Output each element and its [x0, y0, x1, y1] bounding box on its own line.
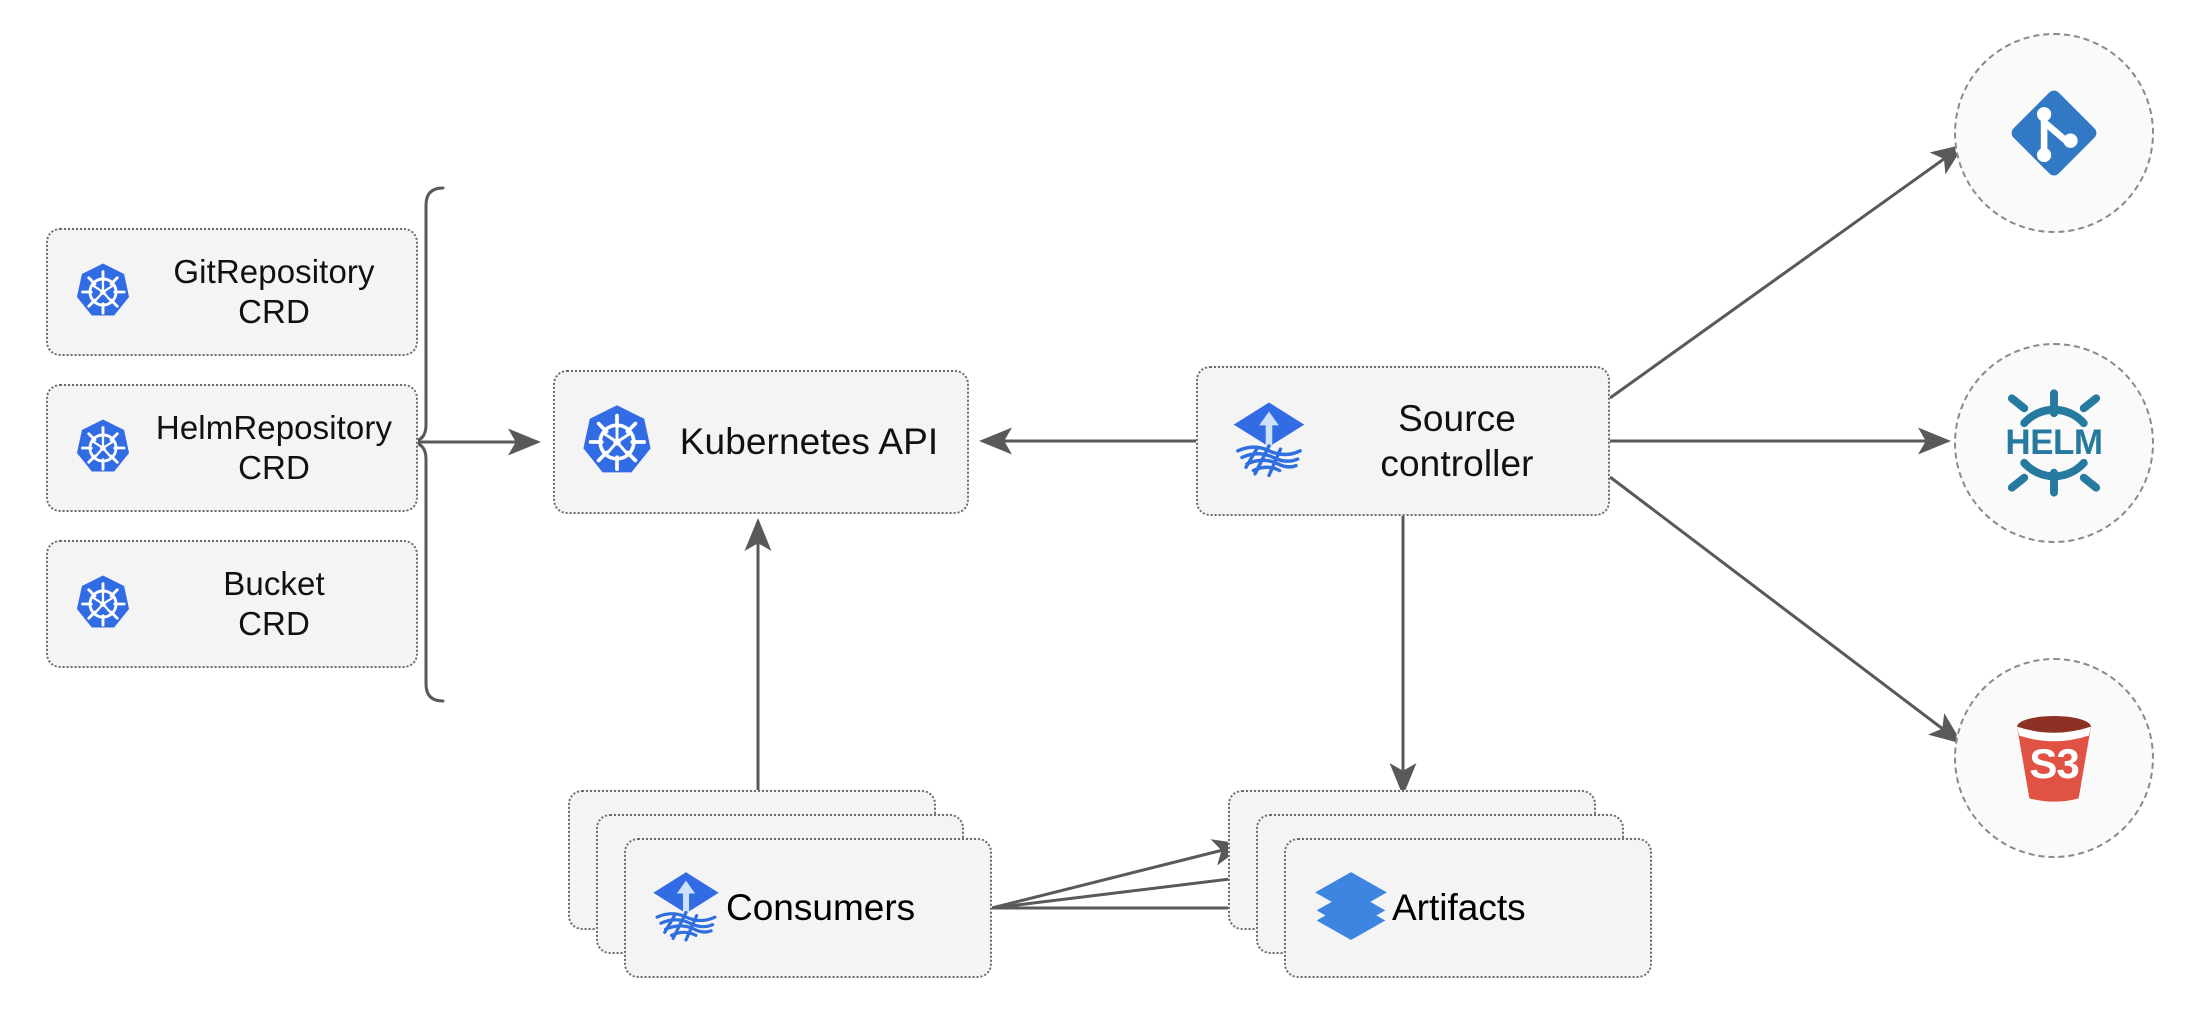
- kubernetes-api-node[interactable]: Kubernetes API: [553, 370, 969, 514]
- kubernetes-icon: [72, 261, 134, 323]
- consumers-label: Consumers: [726, 887, 916, 928]
- external-git[interactable]: [1954, 33, 2154, 233]
- crd-box-gitrepository[interactable]: GitRepository CRD: [46, 228, 418, 356]
- edge-source-to-s3: [1609, 475, 1963, 744]
- crd-label: Bucket CRD: [223, 564, 325, 642]
- kubernetes-icon: [72, 573, 134, 635]
- s3-icon: S3: [1998, 702, 2110, 814]
- source-controller-label: Source controller: [1380, 397, 1534, 484]
- crd-box-helmrepository[interactable]: HelmRepository CRD: [46, 384, 418, 512]
- source-controller-node[interactable]: Source controller: [1196, 366, 1610, 516]
- s3-wordmark: S3: [2029, 740, 2079, 787]
- flux-icon: [1228, 400, 1310, 482]
- crd-label: GitRepository CRD: [173, 252, 375, 330]
- kubernetes-icon: [577, 402, 657, 482]
- kubernetes-api-label: Kubernetes API: [679, 421, 939, 463]
- helm-icon: HELM: [1992, 381, 2116, 505]
- crd-group-brace: [408, 186, 541, 703]
- kubernetes-icon: [72, 417, 134, 479]
- consumers-card-front[interactable]: Consumers: [624, 838, 992, 978]
- artifacts-card-front[interactable]: Artifacts: [1284, 838, 1652, 978]
- external-s3[interactable]: S3: [1954, 658, 2154, 858]
- edge-source-to-git: [1609, 144, 1965, 400]
- flux-icon: [648, 870, 724, 946]
- helm-wordmark: HELM: [2005, 423, 2103, 462]
- layers-icon: [1312, 869, 1390, 947]
- artifacts-label: Artifacts: [1392, 887, 1526, 928]
- git-icon: [1999, 78, 2109, 188]
- external-helm[interactable]: HELM: [1954, 343, 2154, 543]
- crd-box-bucket[interactable]: Bucket CRD: [46, 540, 418, 668]
- crd-label: HelmRepository CRD: [155, 408, 393, 486]
